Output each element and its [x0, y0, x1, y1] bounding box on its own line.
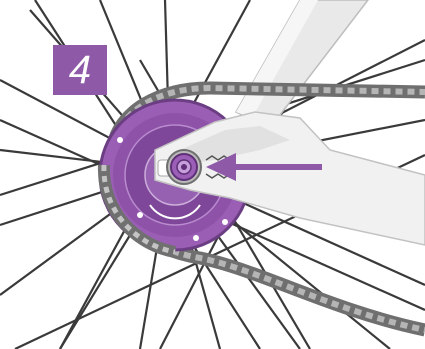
frame-dropout	[236, 0, 368, 128]
step-number: 4	[69, 48, 91, 93]
step-number-badge: 4	[53, 45, 107, 95]
